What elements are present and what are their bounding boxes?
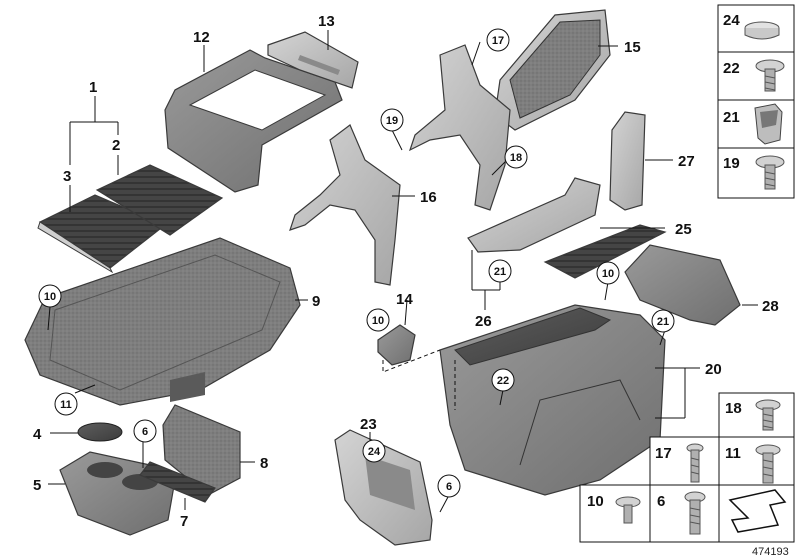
svg-text:6: 6 xyxy=(142,426,148,438)
label-part-26: 26 xyxy=(475,313,492,330)
circled-ref-24: 24 xyxy=(362,439,386,463)
label-part-16: 16 xyxy=(420,189,437,206)
table-label-21: 21 xyxy=(723,109,740,126)
circled-ref-6-b: 6 xyxy=(437,474,461,498)
label-part-4: 4 xyxy=(33,426,42,443)
table-label-11: 11 xyxy=(725,445,741,462)
svg-text:6: 6 xyxy=(446,481,452,493)
circled-ref-22: 22 xyxy=(491,368,515,392)
bolt-icon xyxy=(755,444,781,484)
circled-ref-21-b: 21 xyxy=(651,309,675,333)
part-13-cover xyxy=(267,31,359,89)
part-labels: 1 2 3 4 5 7 8 9 12 13 14 15 16 20 23 25 … xyxy=(33,13,779,530)
label-part-27: 27 xyxy=(678,153,695,170)
label-part-14: 14 xyxy=(396,291,413,308)
svg-text:10: 10 xyxy=(602,268,614,280)
svg-text:10: 10 xyxy=(372,315,384,327)
table-label-6: 6 xyxy=(657,493,665,510)
circled-refs: 17 19 18 10 11 10 21 10 21 22 6 24 6 xyxy=(38,28,675,498)
label-part-1: 1 xyxy=(89,79,97,96)
screw-icon xyxy=(755,59,785,92)
part-2-pad xyxy=(95,164,224,236)
svg-text:10: 10 xyxy=(44,291,56,303)
circled-ref-10-b: 10 xyxy=(366,308,390,332)
leader-lines xyxy=(47,30,758,513)
label-part-15: 15 xyxy=(624,39,641,56)
part-4-insert xyxy=(77,422,123,442)
clip-icon xyxy=(754,103,783,145)
circled-ref-21-a: 21 xyxy=(488,259,512,283)
svg-text:21: 21 xyxy=(657,316,669,328)
part-27-cover xyxy=(609,111,646,211)
label-part-9: 9 xyxy=(312,293,320,310)
svg-text:21: 21 xyxy=(494,266,506,278)
label-part-3: 3 xyxy=(63,168,71,185)
table-label-22: 22 xyxy=(723,60,740,77)
table-label-18: 18 xyxy=(725,400,742,417)
part-5-cupholder xyxy=(59,451,176,536)
label-part-28: 28 xyxy=(762,298,779,315)
arrow-icon xyxy=(728,489,787,533)
catalog-number: 474193 xyxy=(752,546,789,558)
bolt-icon xyxy=(686,443,704,483)
part-26-trim xyxy=(467,177,601,253)
label-part-12: 12 xyxy=(193,29,210,46)
label-part-13: 13 xyxy=(318,13,335,30)
part-7-strip xyxy=(139,461,216,503)
label-part-20: 20 xyxy=(705,361,722,378)
part-16-bracket xyxy=(289,124,401,286)
part-15-lid xyxy=(494,9,611,131)
screw-icon xyxy=(755,399,781,431)
label-part-8: 8 xyxy=(260,455,268,472)
circled-ref-19: 19 xyxy=(380,108,404,132)
circled-ref-17: 17 xyxy=(486,28,510,52)
part-8-panel xyxy=(162,404,241,496)
fastener-table-right: 24 22 21 19 xyxy=(717,4,795,199)
cap-icon xyxy=(744,21,780,40)
svg-text:11: 11 xyxy=(60,399,72,411)
svg-text:22: 22 xyxy=(497,375,509,387)
part-14-hinge xyxy=(377,324,416,366)
part-20-console xyxy=(439,304,666,496)
part-12-frame xyxy=(164,49,343,193)
svg-text:24: 24 xyxy=(368,446,381,458)
screw-icon xyxy=(755,155,785,190)
label-part-5: 5 xyxy=(33,477,41,494)
label-part-25: 25 xyxy=(675,221,692,238)
label-part-2: 2 xyxy=(112,137,120,154)
table-label-19: 19 xyxy=(723,155,740,172)
bolt-icon xyxy=(684,491,706,535)
circled-ref-18: 18 xyxy=(504,145,528,169)
svg-text:18: 18 xyxy=(510,152,522,164)
label-part-7: 7 xyxy=(180,513,188,530)
table-label-10: 10 xyxy=(587,493,604,510)
circled-ref-11: 11 xyxy=(54,392,78,416)
part-25-mat xyxy=(543,224,667,279)
svg-text:19: 19 xyxy=(386,115,398,127)
part-9-tray xyxy=(24,237,301,406)
table-label-17: 17 xyxy=(655,445,672,462)
rivet-icon xyxy=(615,496,641,524)
svg-text:17: 17 xyxy=(492,35,504,47)
part-23-bracket xyxy=(334,429,433,546)
circled-ref-6-a: 6 xyxy=(133,419,157,443)
circled-ref-10-c: 10 xyxy=(596,261,620,285)
part-28-endcap xyxy=(624,244,741,326)
label-part-23: 23 xyxy=(360,416,377,433)
circled-ref-10-a: 10 xyxy=(38,284,62,308)
fastener-table-bottom: 18 17 11 10 6 xyxy=(579,392,795,543)
part-lid-bracket xyxy=(408,44,511,211)
table-label-24: 24 xyxy=(723,12,740,29)
